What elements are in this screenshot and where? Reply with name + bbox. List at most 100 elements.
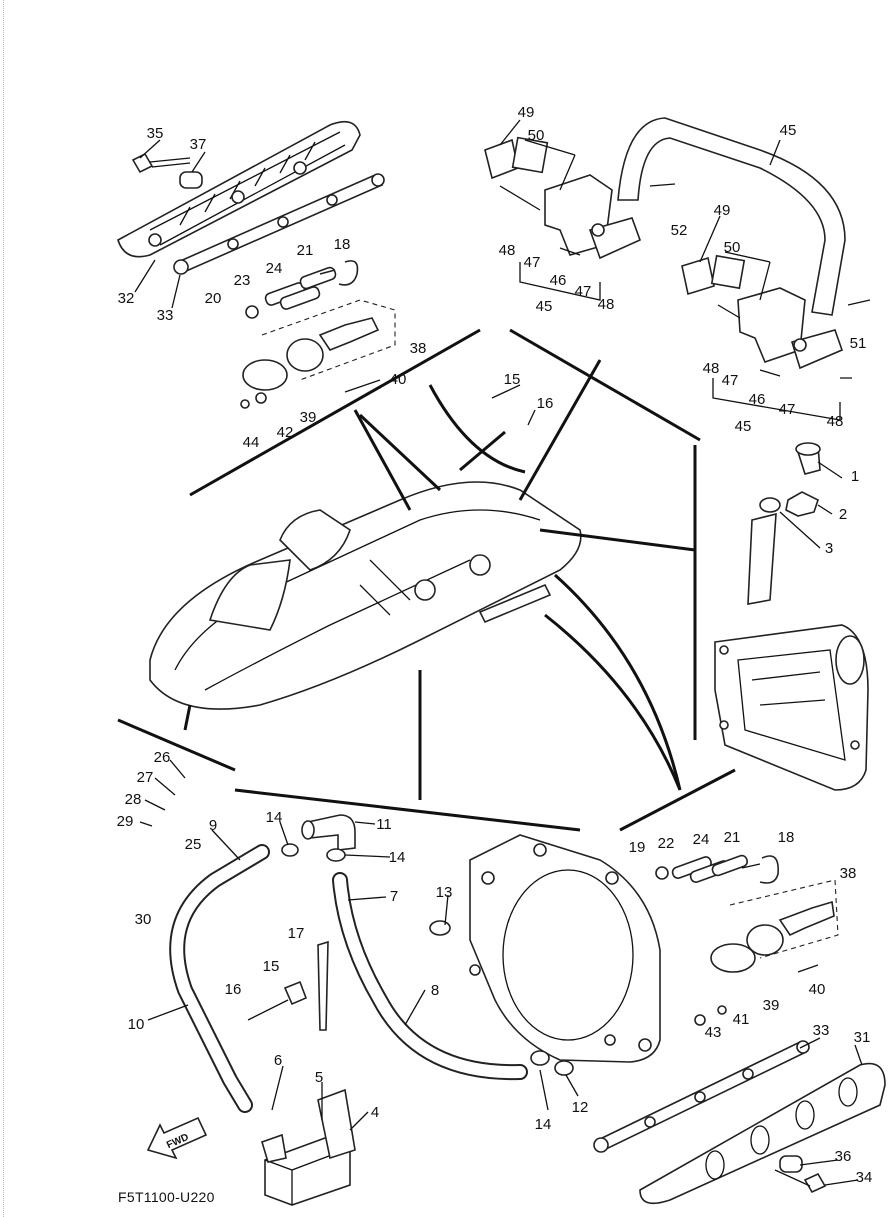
part-label-n44: 44: [243, 434, 260, 451]
clamp-set-bottom-right: [655, 854, 779, 884]
bracket-45-braces: [519, 262, 841, 421]
part-label-n22: 22: [658, 835, 675, 852]
part-label-n39b: 39: [763, 997, 780, 1014]
part-label-n14b: 14: [389, 849, 406, 866]
part-label-n24a: 24: [266, 260, 283, 277]
part-label-n25: 25: [185, 836, 202, 853]
watercraft-hull: [149, 481, 582, 710]
part-label-n45c: 45: [735, 418, 752, 435]
part-label-n26: 26: [154, 749, 171, 766]
part-label-n40b: 40: [809, 981, 826, 998]
part-label-n28: 28: [125, 791, 142, 808]
tube-33-bottom: [593, 1040, 810, 1153]
part-label-n18b: 18: [778, 829, 795, 846]
part-label-n11: 11: [376, 816, 392, 833]
part-label-n42: 42: [277, 424, 294, 441]
part-label-n24b: 24: [693, 831, 710, 848]
part-label-n48b: 48: [598, 296, 615, 313]
part-label-n15b: 15: [263, 958, 280, 975]
callout-leaders: [117, 328, 736, 832]
part-label-n9: 9: [209, 817, 217, 834]
bolt-34-collar-36: [774, 1155, 827, 1194]
intake-housing: [469, 834, 661, 1063]
part-label-n12: 12: [572, 1099, 589, 1116]
part-label-n10: 10: [128, 1016, 145, 1033]
part-label-n48d: 48: [827, 413, 844, 430]
part-label-n45b: 45: [536, 298, 553, 315]
part-label-n47b: 47: [575, 283, 592, 300]
page-edge-dotted: [3, 0, 5, 1217]
bolt-35: [131, 152, 191, 174]
part-label-n17: 17: [288, 925, 305, 942]
hose-clamps-14-12: [281, 843, 574, 1076]
bracket-set-upper: [484, 136, 676, 260]
part-label-n50a: 50: [528, 127, 545, 144]
part-label-n15a: 15: [504, 371, 521, 388]
part-label-n49b: 49: [714, 202, 731, 219]
part-label-n46b: 46: [749, 391, 766, 408]
part-label-n33b: 33: [813, 1022, 830, 1039]
part-label-n16b: 16: [225, 981, 242, 998]
part-label-n21b: 21: [724, 829, 741, 846]
part-label-n41: 41: [733, 1011, 750, 1028]
elbow-fitting-11: [301, 814, 356, 851]
part-label-n31: 31: [854, 1029, 871, 1046]
clamp-set-top-left: [245, 260, 359, 319]
part-label-n52: 52: [671, 222, 688, 239]
part-label-n5: 5: [315, 1069, 323, 1086]
hose-10: [169, 844, 270, 1113]
part-label-n34: 34: [856, 1169, 873, 1186]
part-label-n19: 19: [629, 839, 646, 856]
part-label-n1: 1: [851, 468, 859, 485]
part-label-n3: 3: [825, 540, 833, 557]
water-box-4: [261, 1088, 356, 1206]
part-label-n43: 43: [705, 1024, 722, 1041]
part-label-n47c: 47: [722, 372, 739, 389]
part-label-n49a: 49: [518, 104, 535, 121]
part-label-n6: 6: [274, 1052, 282, 1069]
part-label-n33a: 33: [157, 307, 174, 324]
bracket-set-lower: [681, 254, 871, 379]
part-label-n48a: 48: [499, 242, 516, 259]
drain-plug-group-top: [240, 299, 396, 409]
part-label-n13: 13: [436, 884, 453, 901]
tube-33-top: [173, 173, 385, 275]
part-label-n45a: 45: [780, 122, 797, 139]
cable-tie-17: [317, 940, 329, 1031]
part-label-n38a: 38: [410, 340, 427, 357]
part-label-n30: 30: [135, 911, 152, 928]
hose-8: [332, 872, 528, 1081]
figure-code: F5T1100-U220: [118, 1189, 215, 1205]
part-label-n35: 35: [147, 125, 164, 142]
part-label-n37: 37: [190, 136, 207, 153]
part-label-n40a: 40: [390, 371, 407, 388]
clip-15-bottom: [247, 980, 308, 1021]
grip-handle-31: [639, 1062, 886, 1205]
collar-37: [179, 171, 203, 189]
part-label-n36: 36: [835, 1148, 852, 1165]
part-label-n20: 20: [205, 290, 222, 307]
part-label-n46a: 46: [550, 272, 567, 289]
part-label-n32: 32: [118, 290, 135, 307]
part-label-n14c: 14: [535, 1116, 552, 1133]
part-label-n38b: 38: [840, 865, 857, 882]
part-label-n18a: 18: [334, 236, 351, 253]
jet-pump-housing: [714, 624, 869, 791]
part-label-n23: 23: [234, 272, 251, 289]
part-label-n51: 51: [850, 335, 867, 352]
nozzle-fitting: [747, 442, 821, 605]
part-label-n14a: 14: [266, 809, 283, 826]
leader-lines-thin: [134, 119, 863, 1186]
part-label-n16a: 16: [537, 395, 554, 412]
part-label-n2: 2: [839, 506, 847, 523]
part-label-n7: 7: [390, 888, 398, 905]
grab-handle-45: [617, 117, 846, 316]
part-label-n29: 29: [117, 813, 134, 830]
part-label-n50b: 50: [724, 239, 741, 256]
part-label-n27: 27: [137, 769, 154, 786]
drain-plug-group-bottom: [694, 879, 839, 1026]
grip-handle-assembly: [117, 120, 361, 258]
part-label-n47d: 47: [779, 401, 796, 418]
